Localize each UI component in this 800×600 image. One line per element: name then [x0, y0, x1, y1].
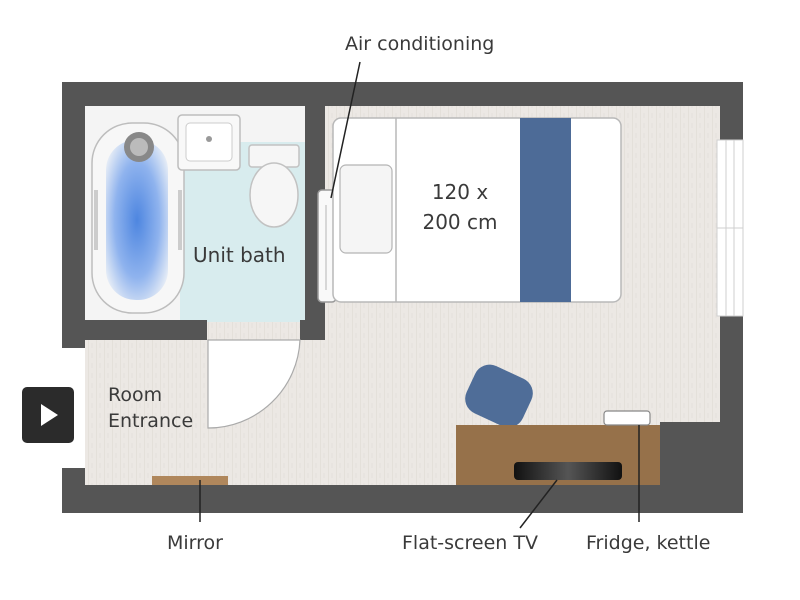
- play-button[interactable]: [22, 387, 74, 443]
- fridge-kettle-label: Fridge, kettle: [586, 532, 711, 554]
- bathroom-bottom-wall-right: [300, 320, 325, 340]
- room-entrance-label: Room Entrance: [108, 382, 193, 434]
- chair: [465, 364, 533, 428]
- play-icon: [41, 404, 58, 426]
- flat-screen-tv-label: Flat-screen TV: [402, 532, 538, 554]
- room-entrance-line2: Entrance: [108, 410, 194, 432]
- leader-tv: [519, 479, 558, 529]
- leader-air-conditioning: [330, 61, 361, 199]
- toilet-bowl: [249, 162, 299, 228]
- bed-runner: [520, 118, 571, 302]
- bed-size-label: 120 x 200 cm: [420, 177, 500, 237]
- tv-stand: [514, 462, 622, 480]
- kettle-tray: [603, 410, 651, 426]
- mirror-label: Mirror: [167, 532, 223, 554]
- wall-notch: [660, 422, 722, 486]
- bed-size-line2: 200 cm: [422, 210, 498, 234]
- pillow: [339, 164, 393, 254]
- air-conditioning-label: Air conditioning: [345, 33, 495, 55]
- bathtub-water: [106, 140, 168, 300]
- room-entrance-line1: Room: [108, 384, 163, 406]
- mirror: [152, 476, 228, 485]
- unit-bath-label: Unit bath: [193, 243, 286, 267]
- bathroom-door: [207, 339, 301, 429]
- bed-size-line1: 120 x: [431, 180, 489, 204]
- bathroom-bottom-wall-left: [85, 320, 207, 340]
